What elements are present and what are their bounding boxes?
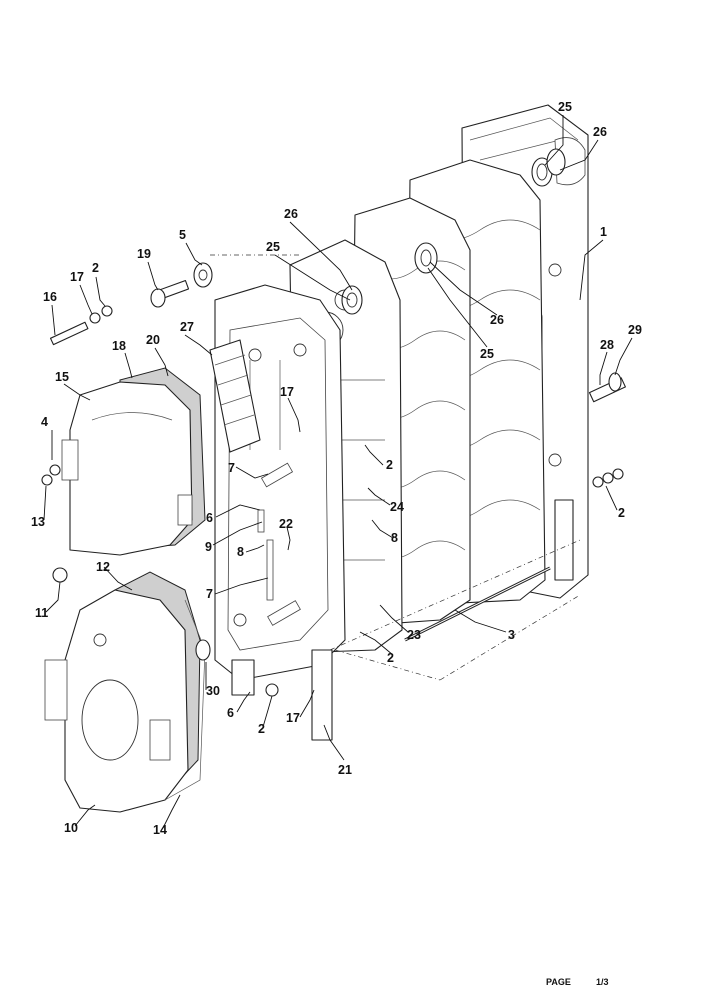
page-footer: PAGE 1/3 [540, 977, 700, 993]
callout-label: 12 [96, 560, 110, 574]
callout-label: 14 [153, 823, 167, 837]
callout-label: 20 [146, 333, 160, 347]
washer-17 [89, 312, 101, 324]
callout-label: 29 [628, 323, 642, 337]
callout-label: 3 [508, 628, 515, 642]
callout-label: 25 [266, 240, 280, 254]
callout-label: 26 [490, 313, 504, 327]
callout-label: 8 [237, 545, 244, 559]
assembly-axis-lines [210, 254, 581, 681]
callout-label: 22 [279, 517, 293, 531]
callout-label: 25 [480, 347, 494, 361]
page-number: 1/3 [596, 977, 609, 987]
callout-label: 10 [64, 821, 78, 835]
sight-glass-30 [195, 639, 211, 661]
callout-label: 19 [137, 247, 151, 261]
door-bolts [257, 462, 301, 626]
washer-13 [41, 474, 53, 486]
callout-label: 25 [558, 100, 572, 114]
callout-label: 26 [593, 125, 607, 139]
knob-11 [52, 567, 68, 583]
support-feet [231, 499, 574, 741]
callout-label: 17 [280, 385, 294, 399]
callout-label: 8 [391, 531, 398, 545]
nut-2 [101, 305, 113, 317]
nut-4 [49, 464, 61, 476]
callout-label: 2 [618, 506, 625, 520]
callout-label: 2 [386, 458, 393, 472]
door-gasket-rim [164, 599, 206, 801]
tie-rod [404, 566, 551, 642]
callout-label: 24 [390, 500, 404, 514]
callout-label: 5 [179, 228, 186, 242]
callout-label: 13 [31, 515, 45, 529]
callout-label: 15 [55, 370, 69, 384]
callout-label: 6 [206, 511, 213, 525]
callout-label: 18 [112, 339, 126, 353]
callout-label: 7 [206, 587, 213, 601]
callout-label: 17 [70, 270, 84, 284]
page-label: PAGE [546, 977, 571, 987]
callout-label: 21 [338, 763, 352, 777]
callout-label: 2 [258, 722, 265, 736]
thermometer-well [588, 372, 626, 403]
callout-label: 11 [35, 606, 48, 620]
callout-label: 17 [286, 711, 300, 725]
nipple-seals [341, 148, 566, 315]
callout-label: 9 [205, 540, 212, 554]
callout-label: 2 [387, 651, 394, 665]
stud-bolt [49, 321, 89, 346]
callout-label: 26 [284, 207, 298, 221]
callout-label: 2 [92, 261, 99, 275]
bolt-assembly [150, 262, 213, 308]
cleaning-door-cover [61, 381, 193, 556]
nut-bottom [265, 683, 279, 697]
callout-label: 6 [227, 706, 234, 720]
callout-label: 30 [206, 684, 220, 698]
callout-label: 16 [43, 290, 57, 304]
callout-leaders [43, 115, 633, 829]
callout-labels: 25 26 1 26 25 5 19 2 17 16 27 26 25 29 2… [31, 100, 642, 837]
callout-label: 27 [180, 320, 194, 334]
baffle-insert [209, 339, 261, 453]
callout-label: 23 [407, 628, 421, 642]
callout-label: 7 [228, 461, 235, 475]
right-nuts [592, 468, 624, 488]
callout-label: 28 [600, 338, 614, 352]
callout-label: 4 [41, 415, 48, 429]
callout-label: 1 [600, 225, 607, 239]
burner-door [44, 589, 189, 813]
